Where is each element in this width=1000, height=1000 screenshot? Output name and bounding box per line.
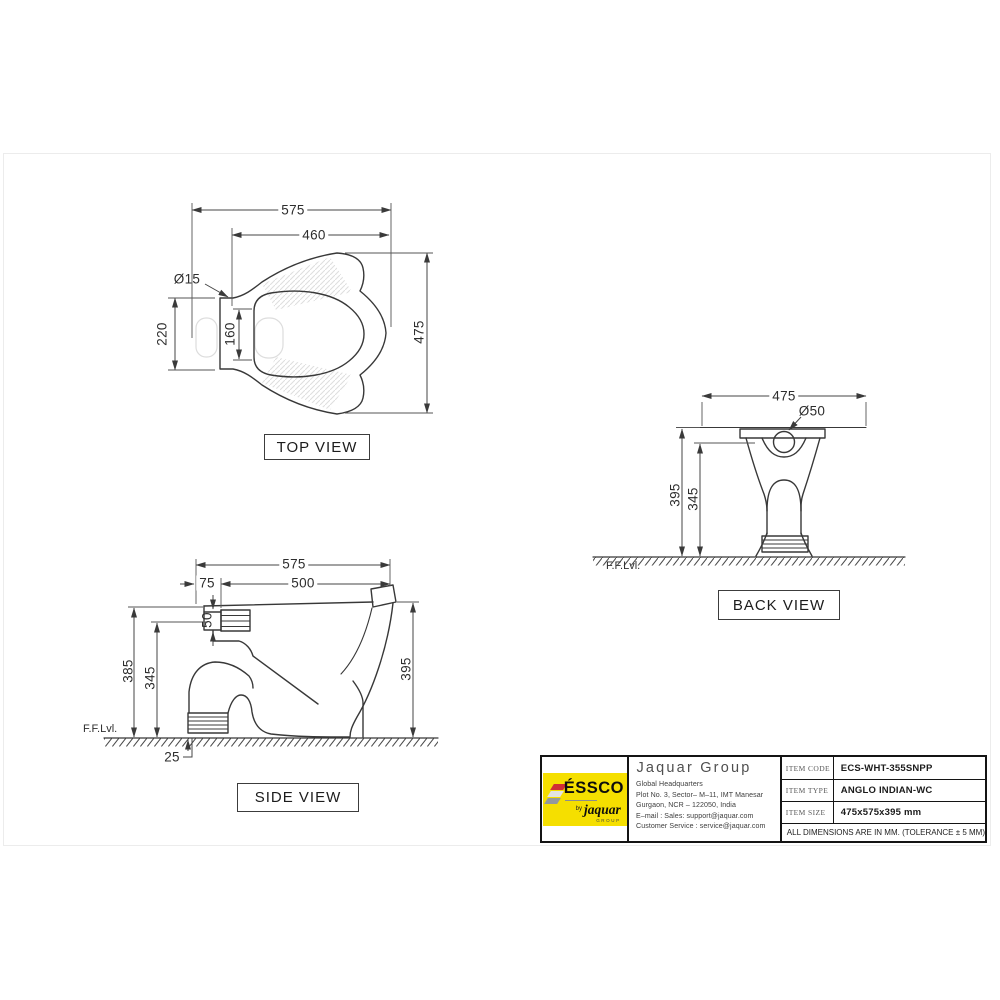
- top-dim-dia15: Ø15: [173, 271, 201, 287]
- back-dim-475: 475: [769, 388, 799, 404]
- by-label: by: [575, 805, 582, 812]
- side-dim-25: 25: [164, 749, 180, 765]
- title-block-spec-table: ITEM CODE ECS-WHT-355SNPP ITEM TYPE ANGL…: [781, 757, 985, 841]
- item-size-label: ITEM SIZE: [782, 802, 834, 823]
- back-dim-395: 395: [667, 483, 683, 507]
- side-dim-75: 75: [196, 575, 218, 591]
- item-size-value: 475x575x395 mm: [840, 807, 922, 818]
- side-dim-575: 575: [279, 556, 309, 572]
- top-dim-220: 220: [154, 322, 170, 346]
- sheet-border: [3, 153, 991, 846]
- address-line: Gurgaon, NCR – 122050, India: [636, 800, 737, 810]
- essco-underline: [564, 799, 597, 801]
- address-line: E–mail : Sales: support@jaquar.com: [636, 810, 754, 820]
- top-view-outline: [219, 252, 387, 415]
- address-line: Plot No. 3, Sector– M–11, IMT Manesar: [636, 789, 764, 799]
- back-view-dimensions: [676, 393, 867, 557]
- side-dim-50: 50: [199, 612, 215, 628]
- address-line: Customer Service : service@jaquar.com: [636, 821, 766, 831]
- side-floor-level-label: F.F.Lvl.: [83, 723, 118, 735]
- back-view-title: BACK VIEW: [718, 590, 840, 620]
- top-view-drawing: [195, 252, 387, 415]
- item-type-row: ITEM TYPE ANGLO INDIAN-WC: [781, 780, 985, 802]
- side-dim-385: 385: [120, 659, 136, 683]
- essco-stripe-gray: [543, 797, 561, 804]
- item-code-label: ITEM CODE: [782, 757, 834, 779]
- address-line: Global Headquarters: [636, 779, 704, 788]
- company-name: Jaquar Group: [636, 760, 752, 776]
- top-dim-460: 460: [299, 227, 329, 243]
- side-view-rim: [203, 601, 374, 607]
- company-address: Global Headquarters Plot No. 3, Sector– …: [636, 779, 779, 832]
- item-type-label: ITEM TYPE: [782, 780, 834, 801]
- side-view-title: SIDE VIEW: [237, 783, 359, 812]
- side-dim-345: 345: [142, 666, 158, 690]
- essco-brand-text: ÉSSCO: [563, 778, 624, 797]
- jaquar-group-label: GROUP: [596, 817, 621, 823]
- item-size-row: ITEM SIZE 475x575x395 mm: [781, 802, 985, 824]
- side-dim-395: 395: [398, 657, 414, 681]
- item-type-value: ANGLO INDIAN-WC: [840, 785, 933, 796]
- essco-stripe-silver: [546, 790, 564, 797]
- back-dim-dia50: Ø50: [798, 403, 826, 419]
- jaquar-script: jaquar: [583, 801, 621, 817]
- back-dim-345: 345: [685, 487, 701, 511]
- tolerance-note: ALL DIMENSIONS ARE IN MM. (TOLERANCE ± 5…: [786, 828, 985, 837]
- back-view-drawing: [592, 426, 906, 566]
- top-dim-160: 160: [222, 322, 238, 346]
- top-view-title: TOP VIEW: [264, 434, 370, 460]
- side-dim-500: 500: [288, 575, 318, 591]
- side-view-drawing: [103, 584, 439, 747]
- title-block-company-cell: Jaquar Group Global Headquarters Plot No…: [629, 757, 782, 841]
- top-dim-475: 475: [411, 320, 427, 344]
- item-code-value: ECS-WHT-355SNPP: [840, 762, 933, 774]
- top-view-bowl-opening: [253, 290, 365, 378]
- back-floor-level-label: F.F.Lvl.: [606, 560, 641, 572]
- top-dim-575: 575: [278, 202, 308, 218]
- item-code-row: ITEM CODE ECS-WHT-355SNPP: [781, 757, 985, 780]
